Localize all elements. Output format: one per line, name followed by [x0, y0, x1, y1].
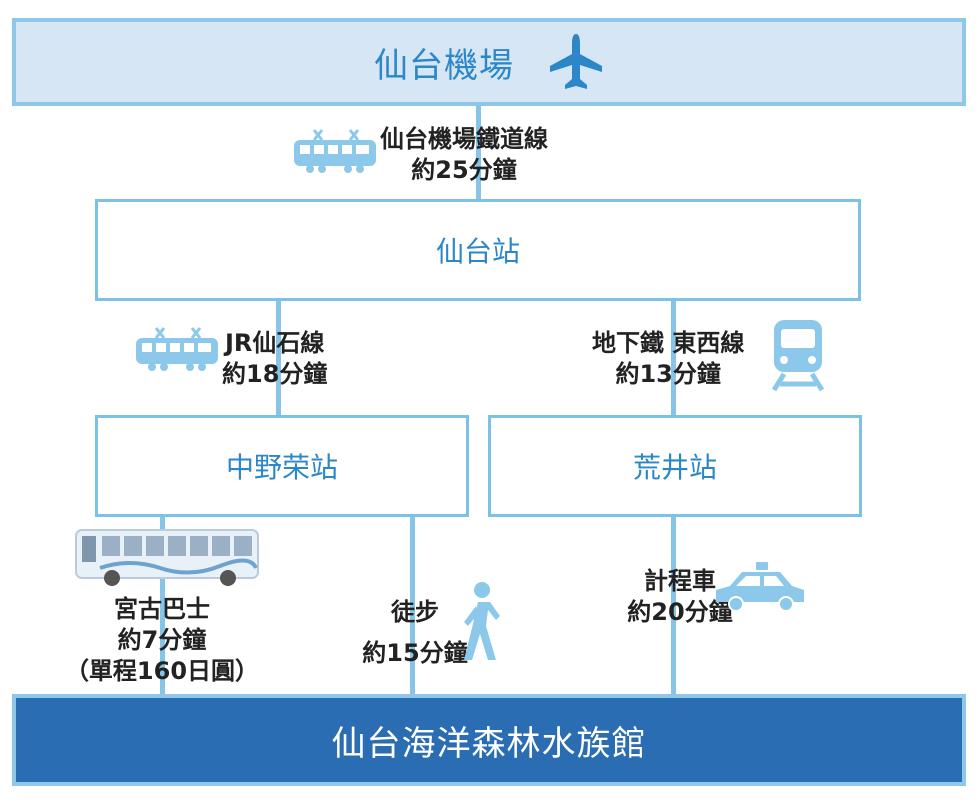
connector-sendai-to-nakanosakae — [276, 298, 281, 418]
train-icon — [136, 327, 218, 371]
jr-senseki-label: JR仙石線 約18分鐘 — [222, 328, 327, 390]
taxi-icon — [716, 562, 804, 612]
connector-nakanosakae-walk — [410, 514, 415, 696]
taxi-name: 計程車 — [644, 567, 716, 595]
connector-arai-taxi — [671, 514, 676, 696]
aquarium-box: 仙台海洋森林水族館 — [12, 694, 966, 786]
aquarium-label: 仙台海洋森林水族館 — [331, 723, 647, 764]
airport-line-time: 約25分鐘 — [411, 156, 517, 184]
subway-tozai-name: 地下鐵 東西線 — [592, 329, 745, 357]
arai-station-box: 荒井站 — [488, 415, 862, 517]
arai-station-label: 荒井站 — [632, 451, 717, 484]
airplane-icon — [550, 34, 602, 89]
miyako-bus-name: 宮古巴士 — [114, 595, 210, 623]
airport-line-name: 仙台機場鐵道線 — [380, 125, 548, 153]
subway-train-icon — [771, 320, 825, 392]
jr-senseki-name: JR仙石線 — [224, 329, 325, 357]
nakanosakae-station-box: 中野荣站 — [95, 415, 469, 517]
miyako-bus-fare: （單程160日圓） — [64, 657, 260, 685]
airport-title: 仙台機場 — [374, 45, 514, 86]
walk-label: 徒步 約15分鐘 — [356, 597, 474, 669]
taxi-label: 計程車 約20分鐘 — [618, 566, 742, 628]
jr-senseki-time: 約18分鐘 — [222, 360, 328, 388]
connector-nakanosakae-bus — [160, 514, 165, 696]
sendai-station-box: 仙台站 — [95, 199, 861, 301]
airport-line-label: 仙台機場鐵道線 約25分鐘 — [380, 124, 548, 186]
subway-tozai-time: 約13分鐘 — [615, 360, 721, 388]
train-icon — [294, 129, 376, 173]
subway-tozai-label: 地下鐵 東西線 約13分鐘 — [592, 328, 744, 390]
sendai-station-label: 仙台站 — [435, 235, 520, 268]
taxi-time: 約20分鐘 — [627, 598, 733, 626]
airport-box: 仙台機場 — [12, 18, 966, 106]
walking-person-icon — [464, 582, 500, 660]
miyako-bus-time: 約7分鐘 — [117, 626, 207, 654]
nakanosakae-station-label: 中野荣站 — [225, 451, 338, 484]
connector-airport-to-sendai — [476, 104, 481, 200]
walk-time: 約15分鐘 — [362, 639, 468, 667]
miyako-bus-label: 宮古巴士 約7分鐘 （單程160日圓） — [62, 594, 262, 687]
connector-sendai-to-arai — [671, 298, 676, 418]
walk-name: 徒步 — [391, 598, 439, 626]
bus-icon — [75, 529, 259, 586]
